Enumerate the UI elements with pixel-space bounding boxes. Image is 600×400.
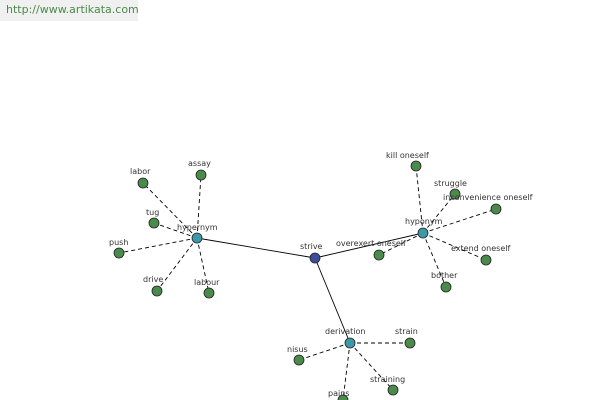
word-node[interactable] <box>195 169 207 181</box>
word-node[interactable] <box>449 188 461 200</box>
edge-root-hypernym <box>196 237 316 259</box>
word-label: struggle <box>434 179 467 188</box>
edge-derivation-word <box>298 342 351 361</box>
word-node[interactable] <box>337 394 349 400</box>
word-label: strain <box>395 327 418 336</box>
graph-edges <box>118 165 497 400</box>
word-label: drive <box>143 275 163 284</box>
word-label: straining <box>370 375 405 384</box>
word-label: extend oneself <box>451 244 510 253</box>
word-node[interactable] <box>490 203 502 215</box>
word-node[interactable] <box>203 287 215 299</box>
graph-nodes: strive hypernym labor assay tug push drive labo… <box>109 151 533 400</box>
word-node[interactable] <box>148 217 160 229</box>
relation-node-derivation[interactable] <box>344 337 356 349</box>
root-label: strive <box>300 242 323 251</box>
word-node[interactable] <box>440 281 452 293</box>
word-node[interactable] <box>404 337 416 349</box>
word-label: labor <box>130 167 151 176</box>
word-label: labour <box>194 278 220 287</box>
edge-hypernym-word <box>196 237 210 294</box>
word-node[interactable] <box>137 177 149 189</box>
word-node[interactable] <box>480 254 492 266</box>
edge-hypernym-word <box>142 182 198 239</box>
word-label: kill oneself <box>386 151 429 160</box>
word-label: push <box>109 238 128 247</box>
edge-root-derivation <box>314 257 351 344</box>
word-label: nisus <box>287 345 308 354</box>
url-banner: http://www.artikata.com <box>0 0 139 21</box>
relation-label-hyponym: hyponym <box>405 217 443 226</box>
word-node[interactable] <box>293 354 305 366</box>
edge-hyponym-word <box>422 232 487 261</box>
word-node[interactable] <box>151 285 163 297</box>
site-url-link[interactable]: http://www.artikata.com <box>6 3 139 16</box>
word-node[interactable] <box>373 249 385 261</box>
word-label: inconvenience oneself <box>443 193 533 202</box>
word-node[interactable] <box>387 384 399 396</box>
relation-label-hypernym: hypernym <box>177 223 218 232</box>
edge-hyponym-word <box>378 232 424 256</box>
word-label: tug <box>146 208 159 217</box>
edge-hypernym-word <box>196 174 202 239</box>
edge-hyponym-word <box>415 165 424 234</box>
word-label: assay <box>188 159 211 168</box>
word-label: overexert oneself <box>336 239 406 248</box>
edge-root-hyponym <box>314 232 424 259</box>
edge-derivation-word <box>342 342 351 400</box>
edge-derivation-word <box>349 342 394 391</box>
word-node[interactable] <box>410 160 422 172</box>
word-label: pains <box>328 389 349 398</box>
word-label: bother <box>431 271 458 280</box>
root-node-strive[interactable] <box>309 252 321 264</box>
relation-node-hyponym[interactable] <box>417 227 429 239</box>
relation-label-derivation: derivation <box>325 327 365 336</box>
edge-hypernym-word <box>118 237 198 254</box>
edge-hyponym-word <box>422 232 447 288</box>
edge-hyponym-word <box>422 208 497 234</box>
relation-node-hypernym[interactable] <box>191 232 203 244</box>
word-node[interactable] <box>113 247 125 259</box>
edge-hyponym-word <box>422 193 456 234</box>
edge-hypernym-word <box>153 222 198 239</box>
